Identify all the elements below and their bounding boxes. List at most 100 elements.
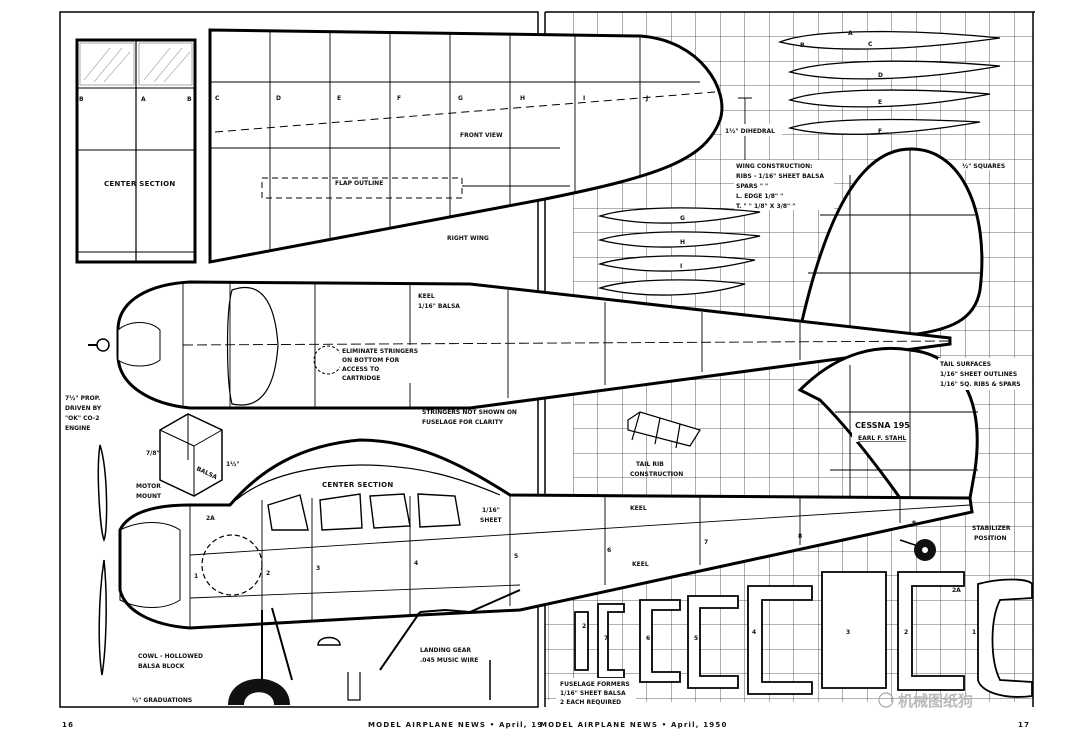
rib-label: A xyxy=(848,30,853,37)
former-label: 1 xyxy=(972,629,976,636)
note-line: CONSTRUCTION xyxy=(630,471,683,478)
former-label: 1 xyxy=(194,573,198,580)
cessna-title: CESSNA 195 xyxy=(855,421,910,430)
station-label: B xyxy=(79,96,84,103)
dimension-label: 7/8" xyxy=(146,450,160,457)
flap-outline-label: FLAP OUTLINE xyxy=(335,180,383,187)
station-label: G xyxy=(458,95,463,102)
graduations-label: ½" GRADUATIONS xyxy=(132,697,192,704)
station-label: D xyxy=(276,95,281,102)
former-label: 3 xyxy=(316,565,320,572)
former-label: 7 xyxy=(604,635,608,642)
note-line: ON BOTTOM FOR xyxy=(342,357,400,364)
former-label: 2 xyxy=(266,570,270,577)
rib-label: B xyxy=(800,42,805,49)
footer-left-text: MODEL AIRPLANE NEWS • April, 19 xyxy=(368,721,543,729)
former-label: 2A xyxy=(206,515,215,522)
main-wheel xyxy=(228,678,290,705)
fuselage-top-view: ELIMINATE STRINGERS ON BOTTOM FOR ACCESS… xyxy=(88,280,952,410)
landing-gear xyxy=(261,589,521,681)
rib-label: C xyxy=(868,41,873,48)
sheet-label: SHEET xyxy=(480,517,503,524)
note-line: ACCESS TO xyxy=(342,366,379,373)
rib-label: G xyxy=(680,215,685,222)
tail-wheel: STABILIZER POSITION xyxy=(899,525,1011,561)
prop-note: 7½" PROP. DRIVEN BY "OK" CO-2 ENGINE xyxy=(65,395,102,432)
page-number-left: 16 xyxy=(62,721,74,729)
right-wing-top-view: FLAP OUTLINE C D E F G H I J FRONT VIEW … xyxy=(208,28,724,264)
dihedral-label: 1½" DIHEDRAL xyxy=(725,128,775,135)
dimension-label: 1½" xyxy=(226,461,240,468)
note-line: RIBS - 1/16" SHEET BALSA xyxy=(736,173,824,180)
dihedral-note: 1½" DIHEDRAL xyxy=(722,97,782,162)
former-label: 6 xyxy=(646,635,650,642)
former-label: 3 xyxy=(846,629,850,636)
watermark-text: 机械图纸狗 xyxy=(898,692,973,710)
note-line: DRIVEN BY xyxy=(65,405,102,412)
note-line: WING CONSTRUCTION: xyxy=(736,163,813,170)
note-line: 1/16" SHEET BALSA xyxy=(560,690,626,697)
note-line: LANDING GEAR xyxy=(420,647,471,654)
note-line: "OK" CO-2 xyxy=(65,415,99,422)
note-line: CARTRIDGE xyxy=(342,375,380,382)
page-footer: 16 MODEL AIRPLANE NEWS • April, 19 MODEL… xyxy=(62,721,1030,729)
motor-mount: BALSA 7/8" 1½" MOTOR MOUNT xyxy=(136,413,240,500)
note-line: L. EDGE 1/8" " xyxy=(736,193,783,200)
note-line: 1/16" SQ. RIBS & SPARS xyxy=(940,381,1021,388)
propeller xyxy=(97,444,108,676)
fuselage-side-view: CENTER SECTION 1/16" SHEET KEEL KEEL 1 2… xyxy=(118,438,974,630)
station-label: E xyxy=(337,95,341,102)
former-label: 5 xyxy=(514,553,518,560)
note-line: 2 EACH REQUIRED xyxy=(560,699,621,706)
keel-label: KEEL xyxy=(630,505,647,512)
keel-label: KEEL xyxy=(632,561,649,568)
note-line: SPARS " " xyxy=(736,183,768,190)
note-line: 1/16" SHEET OUTLINES xyxy=(940,371,1017,378)
watermark: 机械图纸狗 xyxy=(878,692,973,710)
right-wing-label: RIGHT WING xyxy=(447,235,489,242)
station-label: H xyxy=(520,95,525,102)
station-label: B xyxy=(187,96,192,103)
rib-label: I xyxy=(680,263,682,270)
note-line: MOTOR xyxy=(136,483,161,490)
designer-credit: EARL F. STAHL xyxy=(858,435,906,442)
note-line: TAIL RIB xyxy=(636,461,664,468)
note-line: STABILIZER xyxy=(972,525,1011,532)
page-number-right: 17 xyxy=(1018,721,1030,729)
center-section-side-label: CENTER SECTION xyxy=(322,481,394,489)
former-label: 4 xyxy=(414,560,418,567)
tail-surfaces-side: CESSNA 195 EARL F. STAHL TAIL SURFACES 1… xyxy=(797,346,1032,500)
station-label: I xyxy=(583,95,585,102)
keel-label: 1/16" BALSA xyxy=(418,303,460,310)
note-line: ENGINE xyxy=(65,425,90,432)
note-line: ELIMINATE STRINGERS xyxy=(342,348,418,355)
note-line: MOUNT xyxy=(136,493,162,500)
wing-ribs-lower xyxy=(597,207,761,296)
note-line: 7½" PROP. xyxy=(65,395,100,402)
rib-label: D xyxy=(878,72,883,79)
note-line: TAIL SURFACES xyxy=(940,361,991,368)
center-section-top-view: B A B CENTER SECTION xyxy=(75,38,197,264)
squares-label: ½" SQUARES xyxy=(962,163,1005,170)
note-line: POSITION xyxy=(974,535,1007,542)
footer-right-text: MODEL AIRPLANE NEWS • April, 1950 xyxy=(540,721,728,729)
note-line: BALSA BLOCK xyxy=(138,663,185,670)
wing-ribs xyxy=(777,30,1001,135)
former-label: 9 xyxy=(912,520,916,527)
rib-label: F xyxy=(878,128,882,135)
wing-construction-note: WING CONSTRUCTION: RIBS - 1/16" SHEET BA… xyxy=(734,160,1005,210)
former-label: 2 xyxy=(582,623,586,630)
rib-label: H xyxy=(680,239,685,246)
former-label: 8 xyxy=(798,533,802,540)
former-label: 4 xyxy=(752,629,756,636)
station-label: F xyxy=(397,95,401,102)
note-line: FUSELAGE FOR CLARITY xyxy=(422,419,504,426)
note-line: .045 MUSIC WIRE xyxy=(420,657,478,664)
tail-rib-construction xyxy=(627,411,701,449)
center-section-label: CENTER SECTION xyxy=(104,180,176,188)
front-view-label: FRONT VIEW xyxy=(460,132,503,139)
former-label: 6 xyxy=(607,547,611,554)
station-label: A xyxy=(141,96,146,103)
former-label: 7 xyxy=(704,539,708,546)
